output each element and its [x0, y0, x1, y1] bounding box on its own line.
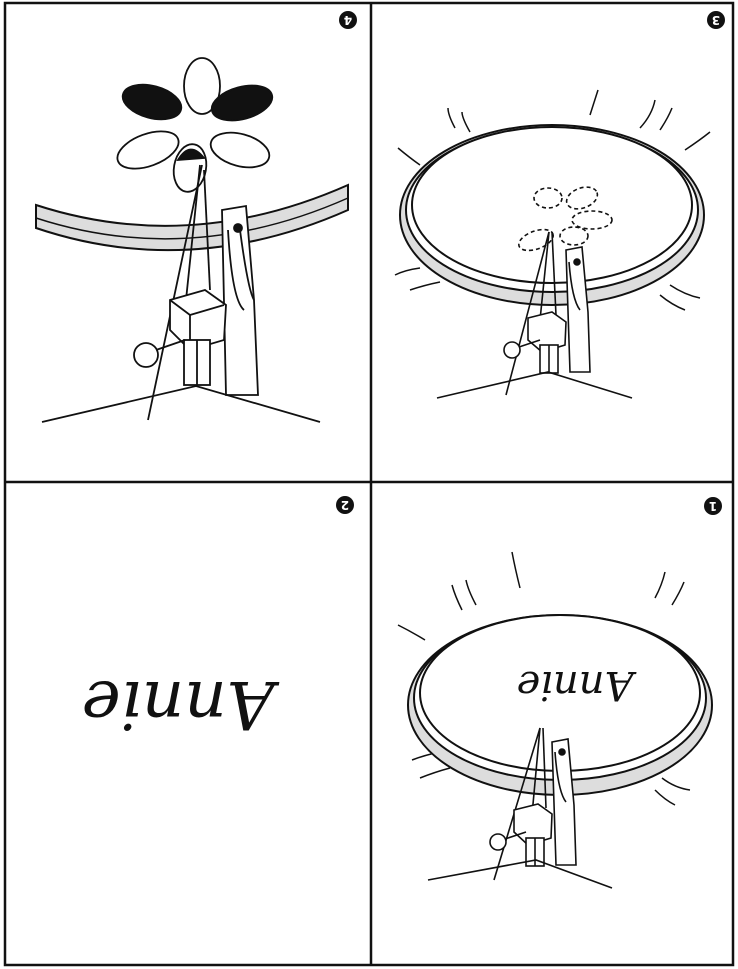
step-number: 3: [712, 13, 720, 27]
step-number: 2: [341, 498, 349, 512]
step-badge-4: 4: [339, 11, 357, 29]
machine-bed: [437, 372, 632, 398]
panel-2: 2 Annie: [82, 496, 354, 743]
panel-3: 3: [395, 11, 725, 398]
embroidery-text: Annie: [517, 662, 638, 708]
step-badge-3: 3: [707, 11, 725, 29]
step-number: 1: [709, 499, 717, 513]
embroidery-hoop-icon: [400, 125, 704, 305]
step-number: 4: [344, 13, 352, 27]
step-badge-1: 1: [704, 497, 722, 515]
flower-petal-icon: [112, 58, 276, 194]
embroidery-text: Annie: [82, 666, 281, 743]
step-badge-2: 2: [336, 496, 354, 514]
panel-4: 4: [36, 11, 357, 422]
machine-bed: [42, 386, 320, 422]
panel-1: 1 Annie: [398, 497, 722, 888]
machine-bed: [428, 860, 612, 888]
